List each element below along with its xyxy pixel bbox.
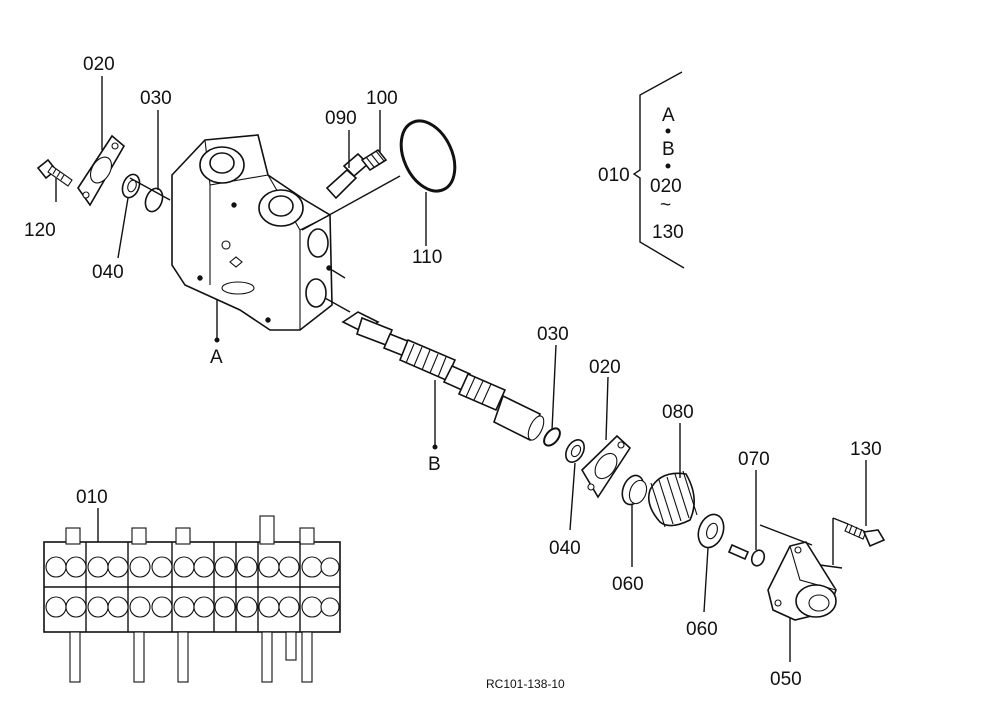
label-020-top: 020 [83,54,115,75]
legend-code: 010 [598,165,630,186]
label-050: 050 [770,669,802,690]
label-040-top: 040 [92,262,124,283]
label-090: 090 [325,108,357,129]
label-060-b: 060 [686,619,718,640]
label-060-a: 060 [612,574,644,595]
legend-line-3: 020 [650,176,682,197]
drawing-id: RC101-138-10 [486,677,565,691]
seal-040-top [121,173,141,199]
assembly-legend [632,71,685,269]
cover-plate-020-top [77,134,126,207]
spring-seat-060-a [621,474,648,506]
o-ring-030-mid [543,427,561,447]
spring-080 [647,470,698,528]
label-120: 120 [24,220,56,241]
label-A: A [210,347,223,368]
seal-040-mid [565,439,585,463]
spool-B [341,311,545,442]
legend-line-5: 130 [652,222,684,243]
legend-line-4: ~ [660,195,671,216]
label-030-mid: 030 [537,324,569,345]
legend-dot-2 [665,163,671,169]
label-040-mid: 040 [549,538,581,559]
bolt-130 [844,523,886,548]
cover-plate-020-mid [580,434,632,499]
label-100: 100 [366,88,398,109]
label-030-top: 030 [140,88,172,109]
o-ring-030-top [144,187,164,213]
bolt-070 [727,543,766,567]
label-020-mid: 020 [589,357,621,378]
legend-dot-1 [665,128,671,134]
label-070: 070 [738,449,770,470]
valve-bank-010 [43,515,341,683]
label-130: 130 [850,439,882,460]
spring-seat-060-b [697,513,725,549]
label-110: 110 [412,247,442,268]
leader-lines [55,76,867,662]
cap-050 [767,541,837,621]
label-080: 080 [662,402,694,423]
bolt-120 [36,158,73,187]
o-ring-110 [399,119,457,193]
legend-line-2: B [662,139,675,160]
legend-line-1: A [662,105,675,126]
label-010-assembly: 010 [76,487,108,508]
label-B: B [428,454,441,475]
valve-body-A [171,134,333,331]
spring-100 [360,148,388,172]
